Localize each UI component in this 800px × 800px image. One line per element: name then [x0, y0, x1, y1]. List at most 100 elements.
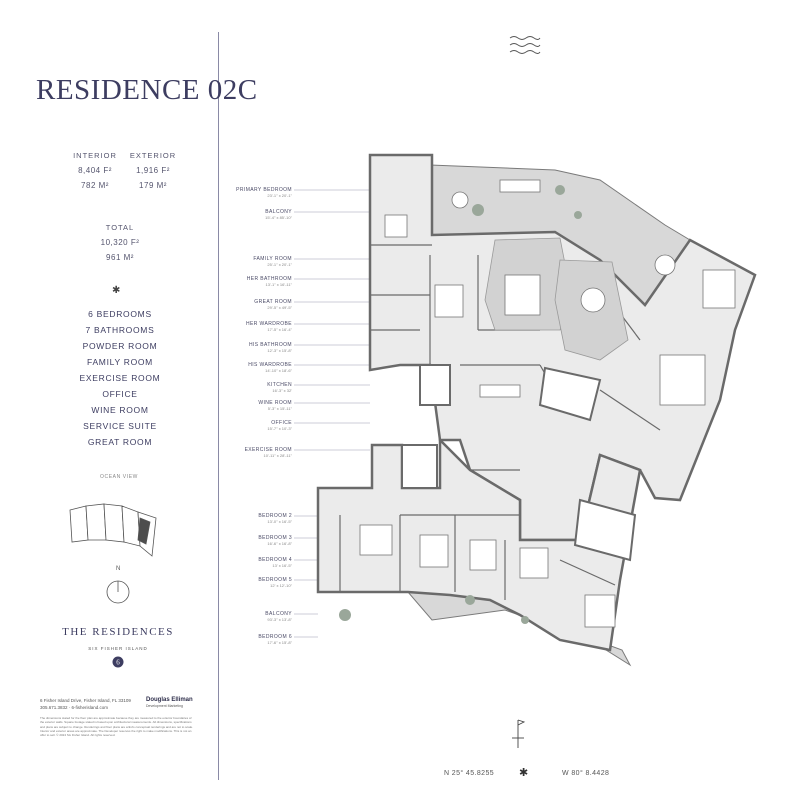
total-label: TOTAL [105, 223, 135, 232]
agency-subtitle: Development Marketing [146, 704, 183, 708]
contact-line: 305.671.3832 · 6-fisherisland.com [40, 705, 109, 710]
dining-table [659, 354, 706, 406]
plan-label-dims: 5'-3" x 15'-11" [267, 406, 292, 411]
residence-title: RESIDENCE 02C [36, 74, 258, 106]
planters [339, 185, 582, 624]
compass-star-icon: ✱ [519, 767, 529, 779]
plan-label-dims: 16'-6" x 16'-8" [267, 541, 292, 546]
plan-label-name: BEDROOM 3 [258, 535, 292, 541]
terrace-dining [654, 254, 676, 276]
room-summary-item: FAMILY ROOM [87, 357, 153, 367]
plan-label-dims: 16'-3" x 32' [272, 388, 292, 393]
plan-label-dims: 13'-0" x 16'-5" [267, 519, 292, 524]
total-area: TOTAL 10,320 F² 961 M² [60, 220, 180, 265]
room-summary-item: SERVICE SUITE [83, 421, 157, 431]
coordinate-north: N 25° 45.8255 [444, 770, 495, 777]
interior-area: INTERIOR 8,404 F² 782 M² [60, 148, 130, 193]
site-unit-highlight [137, 517, 151, 545]
brand-name: THE RESIDENCES [62, 626, 174, 638]
plan-label-name: BEDROOM 5 [258, 577, 292, 583]
plan-label-dims: 17'-6" x 15'-8" [267, 640, 292, 645]
room-summary-item: EXERCISE ROOM [79, 373, 161, 383]
interior-label: INTERIOR [73, 151, 117, 160]
agency-logo: Douglas Elliman [146, 697, 193, 703]
bedroom2-bed [359, 524, 393, 556]
legal-disclaimer: The dimensions stated for the floor plan… [40, 716, 194, 738]
bedroom5-bed [519, 547, 549, 579]
main-wing [368, 153, 757, 542]
total-sqft: 10,320 F² [100, 238, 140, 247]
plan-label-name: BEDROOM 4 [258, 557, 292, 563]
plan-label-name: HER WARDROBE [245, 321, 292, 327]
total-sqm: 961 M² [106, 253, 134, 262]
room-summary-item: 7 BATHROOMS [85, 325, 155, 335]
ocean-view-label: OCEAN VIEW [100, 474, 138, 480]
vertical-divider [218, 32, 219, 780]
plan-label-name: KITCHEN [267, 382, 292, 388]
interior-sqft: 8,404 F² [78, 166, 112, 175]
plan-label-dims: 15'-4" x 85'-10" [265, 215, 292, 220]
address-block: 6 Fisher Island Drive, Fisher Island, FL… [40, 697, 150, 711]
plan-label-name: BALCONY [265, 611, 292, 617]
exterior-area: EXTERIOR 1,916 F² 179 M² [118, 148, 188, 193]
plan-label-dims: 13'-1" x 16'-11" [265, 282, 292, 287]
family-sofa [434, 284, 464, 318]
plan-label-name: FAMILY ROOM [253, 256, 292, 262]
plan-label-dims: 12'-3" x 15'-8" [267, 348, 292, 353]
brand-logo-mark: 6 [116, 658, 120, 666]
terrace-table [451, 191, 469, 209]
bedroom6-bed [584, 594, 616, 628]
great-room-sofa [504, 274, 541, 316]
bedroom3-bed [419, 534, 449, 568]
north-label: N [116, 566, 121, 572]
plan-label-dims: 14'-10" x 18'-6" [265, 368, 292, 373]
north-arrow-icon [106, 580, 130, 604]
plan-label-dims: 12' x 12'-10" [270, 583, 292, 588]
plan-label-dims: 17'-5" x 16'-4" [267, 327, 292, 332]
bedroom4-bed [469, 539, 497, 571]
primary-bed [384, 214, 408, 238]
plan-label-dims: 13' x 16'-5" [272, 563, 292, 568]
interior-sqm: 782 M² [81, 181, 109, 190]
room-summary-item: 6 BEDROOMS [88, 309, 152, 319]
room-summary-item: WINE ROOM [91, 405, 149, 415]
courtyards [401, 364, 637, 562]
site-plan-diagram [69, 503, 157, 557]
brand-logo-icon: 6 [112, 656, 124, 668]
sun-loungers [499, 179, 541, 193]
room-summary-list: 6 BEDROOMS 7 BATHROOMS POWDER ROOM FAMIL… [50, 306, 190, 450]
brand-subtitle: SIX FISHER ISLAND [88, 646, 148, 651]
plan-label-name: BEDROOM 6 [258, 634, 292, 640]
room-summary-item: OFFICE [102, 389, 138, 399]
plan-label-name: PRIMARY BEDROOM [236, 187, 292, 193]
kitchen-island [479, 384, 521, 398]
flag-marker-icon [512, 719, 526, 748]
plan-label-name: WINE ROOM [258, 400, 292, 406]
plan-label-name: HIS BATHROOM [248, 342, 292, 348]
leader-lines [294, 189, 370, 638]
terrace-lounge [702, 269, 736, 309]
room-summary-item: POWDER ROOM [82, 341, 158, 351]
plan-label-name: HIS WARDROBE [248, 362, 292, 368]
plan-label-dims: 29'-5" x 49'-5" [267, 305, 292, 310]
exterior-sqft: 1,916 F² [136, 166, 170, 175]
address-line: 6 Fisher Island Drive, Fisher Island, FL… [40, 698, 131, 703]
plan-label-dims: 15'-7" x 10'-3" [267, 426, 292, 431]
